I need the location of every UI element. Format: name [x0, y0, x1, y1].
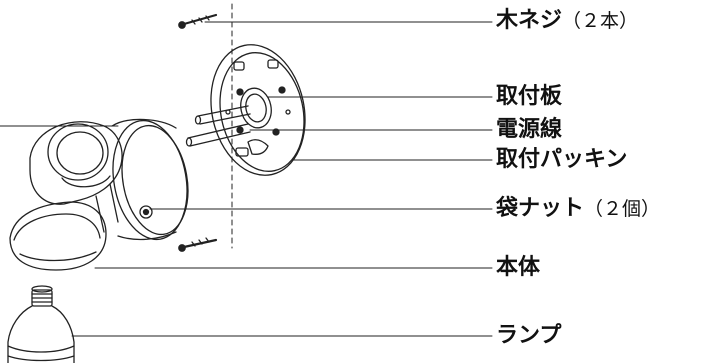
mounting-plate [210, 44, 306, 176]
label-cap-nut-qty: （２個） [584, 198, 661, 220]
power-cable [185, 105, 251, 147]
wood-screw-bottom [178, 237, 218, 252]
label-mounting-packing: 取付パッキン [496, 149, 627, 171]
wood-screw-top [178, 13, 218, 29]
label-body-text: 本体 [496, 255, 541, 280]
label-mounting-packing-text: 取付パッキン [496, 147, 628, 172]
label-wood-screw: 木ネジ（２本） [496, 10, 638, 32]
label-wood-screw-qty: （２本） [562, 10, 639, 32]
label-mounting-plate-text: 取付板 [496, 84, 563, 109]
label-wood-screw-text: 木ネジ [496, 8, 563, 33]
label-mounting-plate: 取付板 [496, 86, 562, 108]
leader-lines [0, 21, 493, 337]
label-cap-nut-text: 袋ナット [496, 196, 585, 221]
label-cap-nut: 袋ナット（２個） [496, 198, 660, 220]
label-lamp: ランプ [496, 325, 561, 347]
label-body: 本体 [496, 257, 540, 279]
label-power-cable-text: 電源線 [496, 117, 563, 142]
lamp [7, 285, 75, 363]
fixture-body [9, 118, 189, 271]
label-power-cable: 電源線 [496, 119, 562, 141]
label-lamp-text: ランプ [496, 323, 562, 348]
